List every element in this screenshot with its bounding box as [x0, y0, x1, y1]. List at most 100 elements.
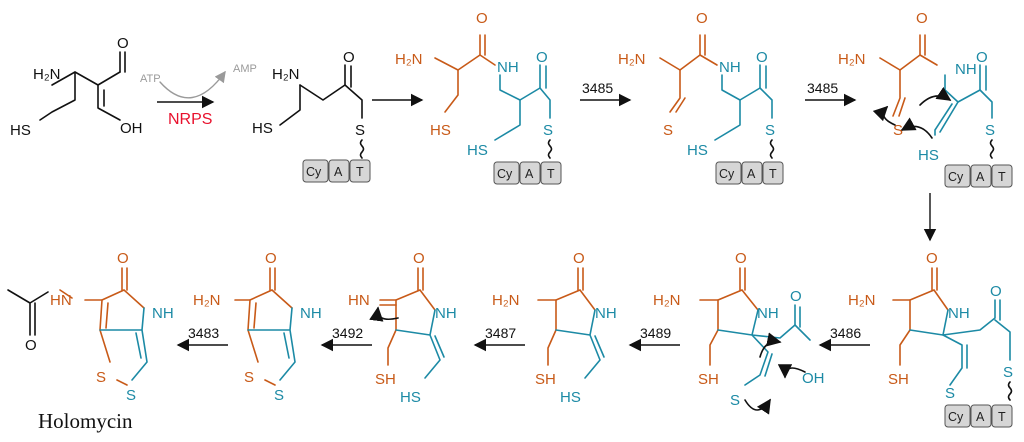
amine-label: H₂N: [848, 292, 876, 309]
sulfur-label: S: [355, 122, 365, 139]
carbonyl-o-label: O: [696, 10, 708, 27]
carbonyl-o-label: O: [265, 250, 277, 267]
nrps-domains: Cy A T: [493, 161, 562, 185]
svg-text:Cy: Cy: [948, 410, 964, 424]
carbonyl-o-label: O: [413, 250, 425, 267]
svg-text:T: T: [547, 167, 555, 181]
amide-nh-label: NH: [497, 59, 519, 76]
enzyme-label: 3483: [188, 325, 219, 341]
ring-nh-label: NH: [152, 305, 174, 322]
holothin: O H₂N NH S S: [193, 250, 322, 404]
thioester-o-label: O: [756, 49, 768, 66]
carbonyl-o-label: O: [343, 49, 355, 66]
ring-nh-label: NH: [948, 305, 970, 322]
thioester-o-label: O: [536, 49, 548, 66]
enethiol-label: HS: [400, 389, 421, 406]
carbonyl-o-label: O: [735, 250, 747, 267]
amine-label: H₂N: [272, 66, 300, 83]
ring-nh-label: NH: [300, 305, 322, 322]
ring-s1-label: S: [244, 369, 254, 386]
cysteine: H₂N O OH HS: [10, 35, 143, 139]
thioester-o-label: O: [976, 49, 988, 66]
enzyme-label: 3492: [332, 325, 363, 341]
hydroxyl-label: OH: [802, 370, 825, 387]
sulfur-label: S: [765, 122, 775, 139]
svg-text:T: T: [356, 165, 364, 179]
nrps-domains: Cy A T: [944, 404, 1013, 428]
sulfur-label: S: [985, 122, 995, 139]
ring-s2-label: S: [274, 387, 284, 404]
enethiol-label: HS: [560, 389, 581, 406]
thiol-label: HS: [252, 120, 273, 137]
svg-text:A: A: [976, 170, 985, 184]
ring-nh-label: NH: [435, 305, 457, 322]
svg-text:A: A: [525, 167, 534, 181]
amine-label: H₂N: [33, 66, 61, 83]
ring-nh-label: NH: [757, 305, 779, 322]
step-arrow-3483: 3483: [176, 325, 228, 352]
thiol-label: HS: [10, 122, 31, 139]
nrps-arrow: ATP AMP NRPS: [140, 63, 257, 128]
amide-nh-label: NH: [719, 59, 741, 76]
imine-label: HN: [348, 292, 370, 309]
nrps-domains: Cy A T: [944, 164, 1013, 188]
thioaldehyde-intermediate: H₂N O S NH O S HS Cy A T: [618, 10, 784, 185]
carbonyl-o-label: O: [926, 250, 938, 267]
enzyme-label: 3485: [807, 80, 838, 96]
svg-text:T: T: [998, 410, 1006, 424]
svg-text:T: T: [769, 167, 777, 181]
ring-s1-label: S: [96, 369, 106, 386]
ring-nh-label: NH: [595, 305, 617, 322]
cyclized-thioester: O H₂N SH NH O S S Cy A T: [848, 250, 1013, 428]
carbonyl-o-label: O: [573, 250, 585, 267]
sulfur-label: S: [1003, 364, 1013, 381]
amp-label: AMP: [233, 63, 257, 75]
thioester-o-label: O: [990, 283, 1002, 300]
cys-cys-dipeptide: H₂N O HS NH O S HS Cy A T: [395, 10, 562, 185]
carboxylic-acid-intermediate: O H₂N SH NH O OH S: [653, 250, 825, 415]
acid-o-label: O: [790, 288, 802, 305]
thiol-label: SH: [888, 371, 909, 388]
enzyme-label: 3487: [485, 325, 516, 341]
acetyl-o-label: O: [25, 337, 37, 354]
thiol-label: HS: [467, 142, 488, 159]
thiol-label: HS: [687, 142, 708, 159]
step-arrow-3492: 3492: [320, 325, 372, 352]
enzyme-label: 3489: [640, 325, 671, 341]
product-name: Holomycin: [38, 409, 133, 433]
svg-text:A: A: [976, 410, 985, 424]
thiol-label: HS: [430, 122, 451, 139]
enzyme-label: 3485: [582, 80, 613, 96]
sulfur-label: S: [543, 122, 553, 139]
thiol-label: HS: [918, 147, 939, 164]
svg-text:Cy: Cy: [719, 167, 735, 181]
step-arrow-3485b: 3485: [805, 80, 857, 107]
step-arrow-3487: 3487: [473, 325, 525, 352]
svg-text:A: A: [334, 165, 343, 179]
nrps-domains: Cy A T: [715, 161, 784, 185]
cysteinyl-thioester: H₂N O S HS Cy A T: [252, 49, 371, 183]
svg-text:Cy: Cy: [306, 165, 322, 179]
carbonyl-o-label: O: [916, 10, 928, 27]
thioaldehyde-s-label: S: [945, 385, 955, 402]
nrps-domains: Cy A T: [302, 159, 371, 183]
step-arrow-3486: 3486: [818, 325, 870, 352]
thiol-label: SH: [698, 371, 719, 388]
amine-label: H₂N: [193, 292, 221, 309]
thioaldehyde-s-label: S: [893, 122, 903, 139]
carbonyl-o-label: O: [117, 35, 129, 52]
imine-intermediate: O HN SH NH HS: [348, 250, 457, 406]
step-arrow-3485a: 3485: [580, 80, 632, 107]
holomycin: O HN O NH S S Holomycin: [7, 250, 174, 433]
amine-label: H₂N: [838, 51, 866, 68]
step-arrow-3489: 3489: [628, 325, 680, 352]
amine-label: H₂N: [618, 51, 646, 68]
ring-s2-label: S: [126, 387, 136, 404]
thiol-label: SH: [375, 371, 396, 388]
svg-text:T: T: [998, 170, 1006, 184]
amine-label: H₂N: [395, 51, 423, 68]
thioaldehyde-s-label: S: [663, 122, 673, 139]
hydroxyl-label: OH: [120, 120, 143, 137]
amine-label: H₂N: [492, 292, 520, 309]
